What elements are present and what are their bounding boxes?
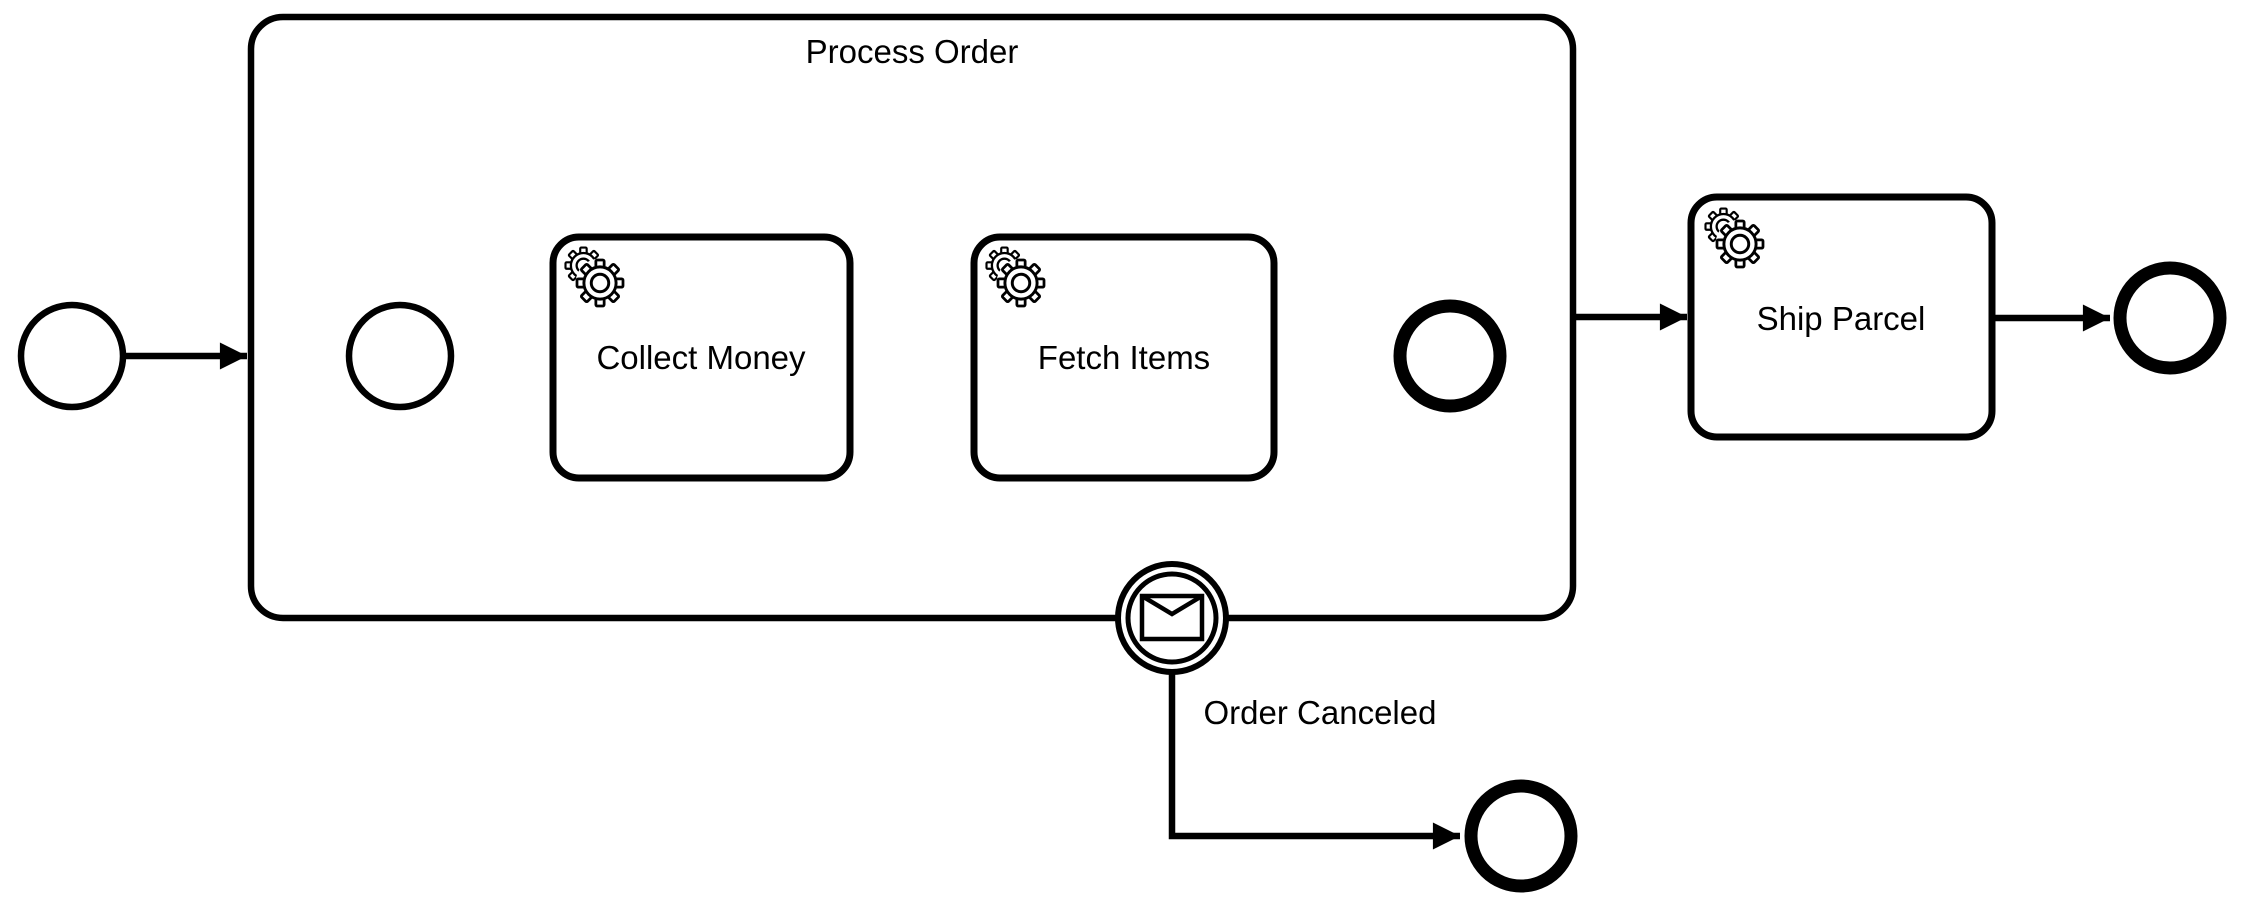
- subprocess-process-order[interactable]: [247, 13, 1577, 622]
- task-fetch-items[interactable]: Fetch Items: [970, 233, 1278, 482]
- subprocess-end-event[interactable]: [1393, 299, 1507, 413]
- envelope-icon: [1139, 593, 1205, 642]
- task-label-collect-money: Collect Money: [596, 339, 806, 376]
- sequence-flow-boundary-to-canceled-end[interactable]: [1168, 673, 1460, 850]
- start-event[interactable]: [17, 301, 127, 411]
- task-ship-parcel[interactable]: Ship Parcel: [1687, 193, 1996, 441]
- message-boundary-event[interactable]: [1115, 561, 1229, 675]
- task-label-fetch-items: Fetch Items: [1038, 339, 1210, 376]
- boundary-event-label: Order Canceled: [1204, 694, 1437, 731]
- subprocess-start-event[interactable]: [345, 301, 455, 411]
- task-label-ship-parcel: Ship Parcel: [1757, 300, 1926, 337]
- end-event-final[interactable]: [2113, 261, 2227, 375]
- task-collect-money[interactable]: Collect Money: [549, 233, 854, 482]
- end-event-canceled[interactable]: [1464, 779, 1578, 893]
- subprocess-title: Process Order: [806, 33, 1019, 70]
